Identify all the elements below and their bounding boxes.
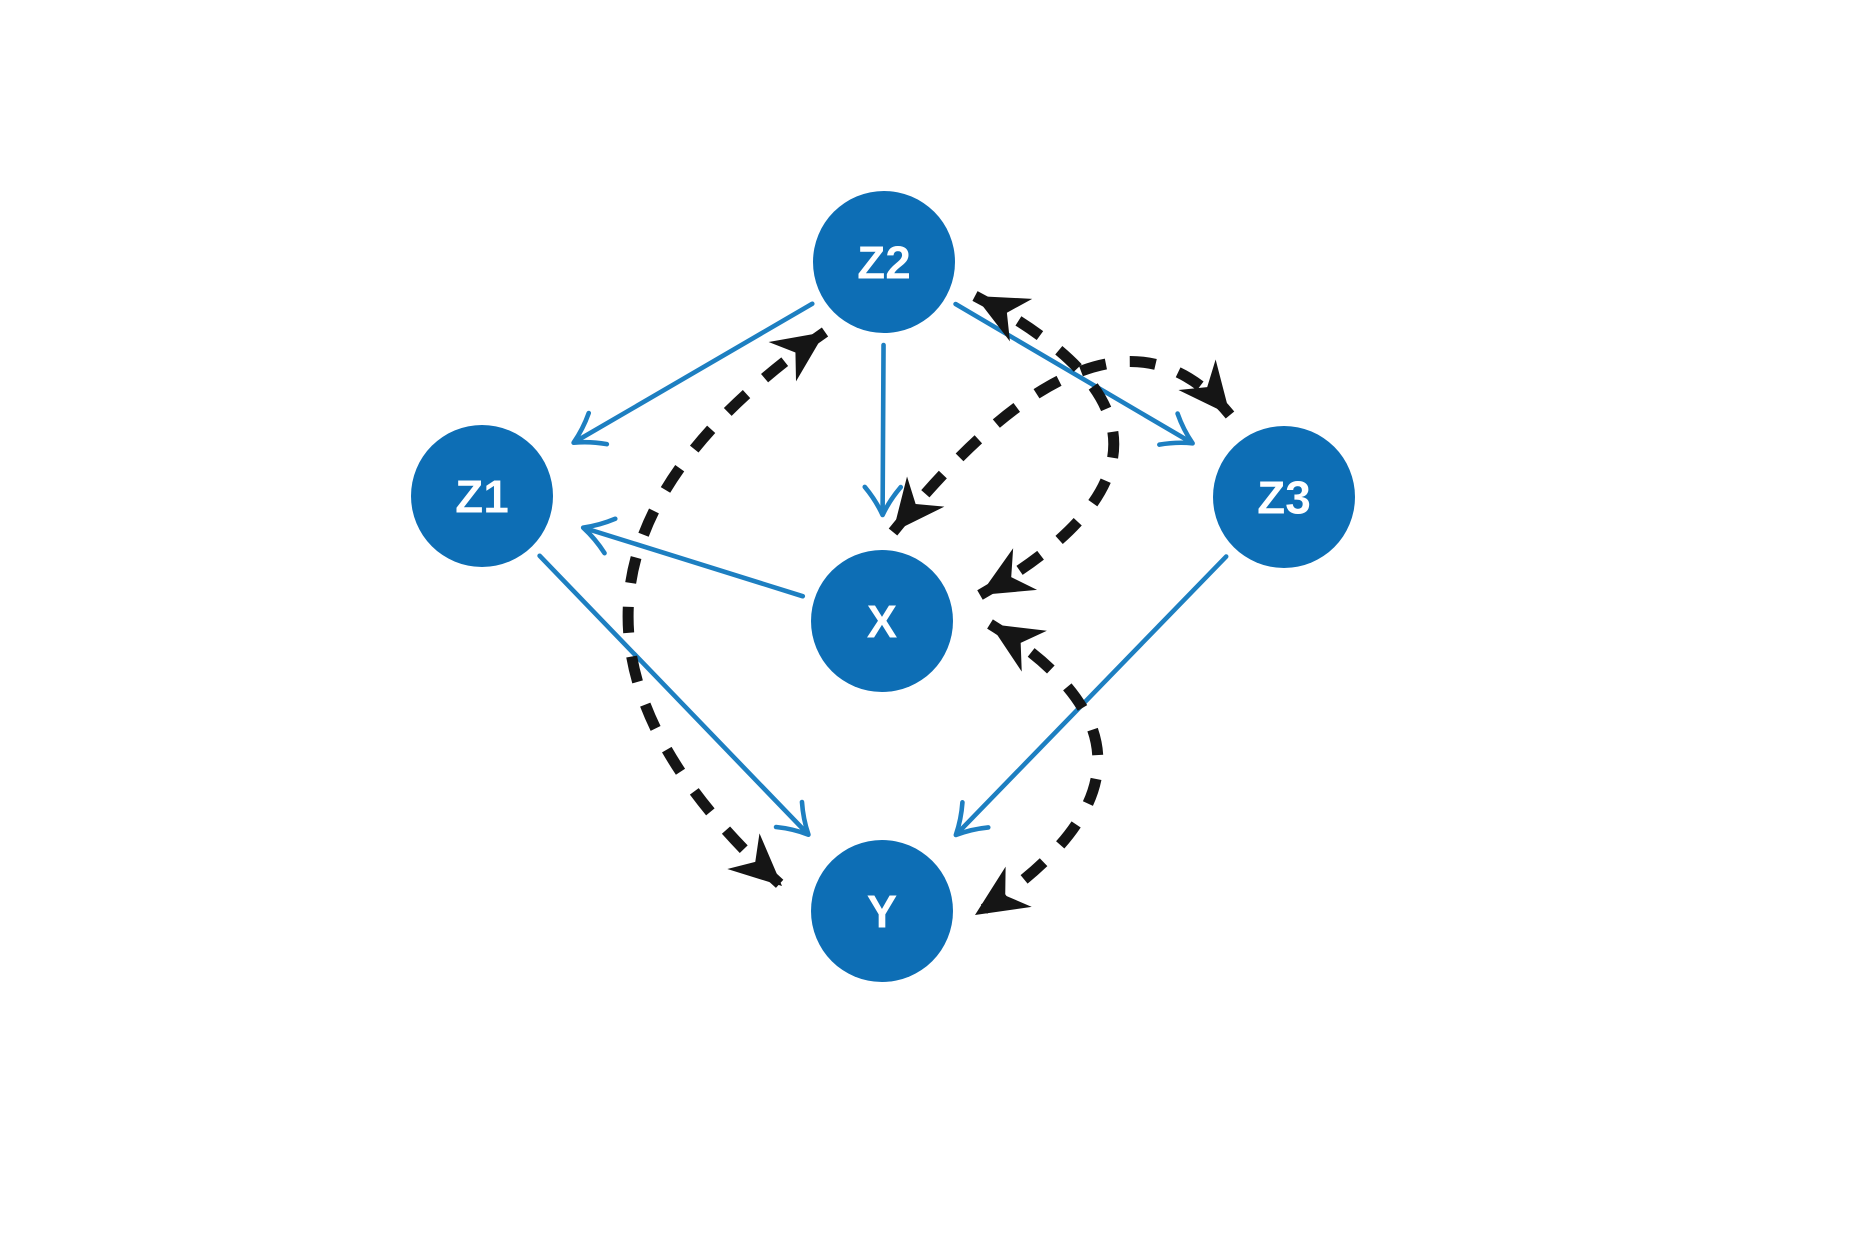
arrowhead-icon-Z2-to-X <box>862 484 904 518</box>
bidirected-edge-Z2-Y <box>622 327 829 891</box>
arrowhead-icon-into-Y <box>727 833 782 886</box>
node-Z3 <box>1213 426 1355 568</box>
node-label-X: X <box>867 596 898 648</box>
arrowhead-icon-into-X <box>980 548 1038 595</box>
arrowhead-icon-into-Y <box>975 866 1032 915</box>
node-label-Z2: Z2 <box>857 237 911 289</box>
arrowhead-icon-into-Z3 <box>1178 359 1230 415</box>
arrowhead-icon-Z2-to-Z3 <box>1157 411 1195 447</box>
edge-Z1-to-Y <box>537 553 809 835</box>
node-X <box>811 550 953 692</box>
arrowhead-icon-X-to-Z1 <box>580 516 618 556</box>
node-label-Z3: Z3 <box>1257 472 1311 524</box>
bidirected-edge-X-Z3 <box>888 356 1235 536</box>
arrowhead-icon-into-X <box>893 476 945 532</box>
edge-Z2-to-X <box>880 342 886 515</box>
node-Z2 <box>813 191 955 333</box>
node-label-Z1: Z1 <box>455 471 509 523</box>
node-Z1 <box>411 425 553 567</box>
arrowhead-icon-into-Z2 <box>975 296 1033 342</box>
edge-Z2-to-Z3 <box>953 301 1193 445</box>
arrowhead-icon-Z1-to-Y <box>773 799 811 837</box>
arrowhead-icon-Z2-to-Z1 <box>571 410 610 447</box>
bidirected-edge-Z2-X <box>972 291 1120 600</box>
bidirected-edge-X-Y <box>972 619 1104 920</box>
arrowhead-icon-Z3-to-Y <box>953 800 991 838</box>
arrowhead-icon-into-Z2 <box>768 332 825 382</box>
edge-Z3-to-Y <box>955 554 1229 836</box>
edge-X-to-Z1 <box>583 526 806 599</box>
node-label-Y: Y <box>867 886 898 938</box>
edge-Z2-to-Z1 <box>573 301 815 444</box>
node-Y <box>811 840 953 982</box>
arrowhead-icon-into-X <box>990 624 1047 672</box>
